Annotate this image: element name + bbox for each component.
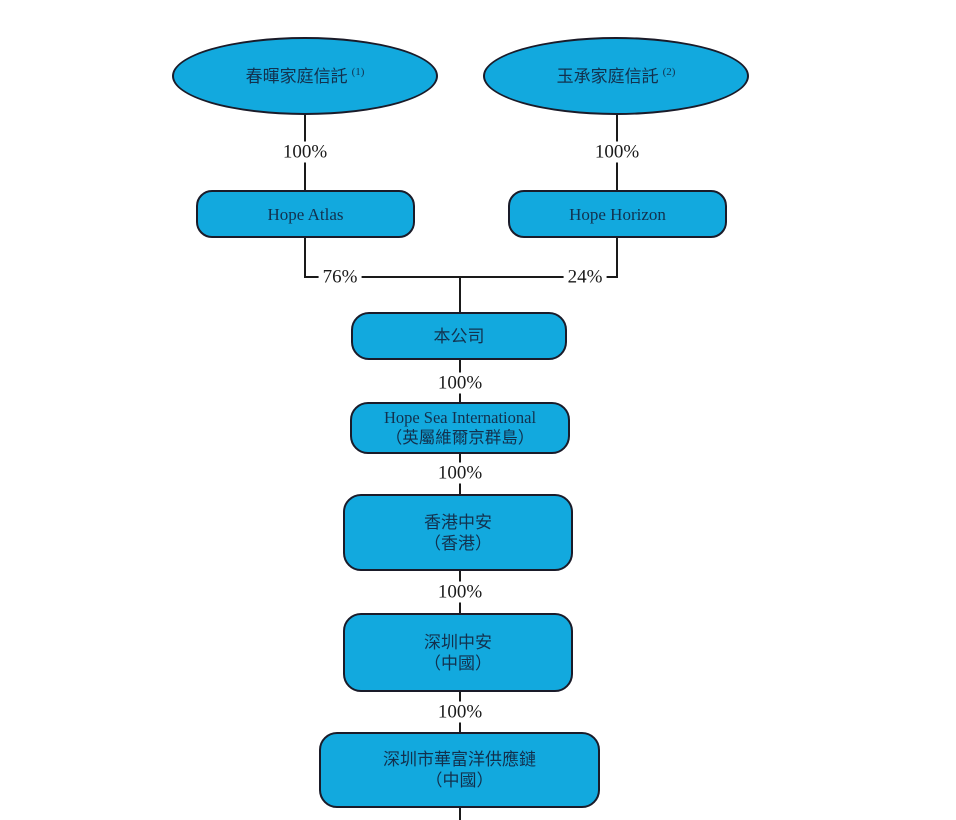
node-location: （英屬維爾京群島） [385, 428, 535, 447]
node-location: （中國） [424, 653, 492, 673]
ownership-label-sz-huafuyang: 100% [433, 701, 487, 723]
node-trust-yucheng: 玉承家庭信託(2) [483, 37, 749, 115]
trust-name: 春暉家庭信託 [245, 66, 348, 86]
node-label: Hope Horizon [569, 204, 666, 224]
ownership-label-company-hopesea: 100% [433, 372, 487, 394]
node-label: 深圳中安 [424, 632, 492, 652]
node-hope-atlas: Hope Atlas [196, 190, 415, 238]
node-hk-zhongan: 香港中安 （香港） [343, 494, 573, 571]
node-label: 香港中安 [424, 512, 492, 532]
node-sz-zhongan: 深圳中安 （中國） [343, 613, 573, 692]
node-label: 春暉家庭信託(1) [246, 66, 365, 87]
ownership-label-hk-sz: 100% [433, 581, 487, 603]
node-label: Hope Atlas [267, 204, 344, 224]
ownership-label-hopesea-hk: 100% [433, 462, 487, 484]
node-label: Hope Sea International [383, 408, 537, 427]
connector-atlas-down [304, 238, 306, 277]
node-hope-horizon: Hope Horizon [508, 190, 727, 238]
node-label: 玉承家庭信託(2) [557, 66, 676, 87]
connector-horizon-down [616, 238, 618, 277]
node-trust-chunhui: 春暉家庭信託(1) [172, 37, 438, 115]
node-label: 本公司 [433, 326, 485, 346]
ownership-label-horizon-company: 24% [563, 266, 607, 288]
trust-name: 玉承家庭信託 [556, 66, 659, 86]
node-location: （香港） [424, 533, 492, 553]
connector-huafuyang-down [459, 808, 461, 820]
ownership-label-trust2-horizon: 100% [590, 141, 644, 163]
connector-merge-horizontal [304, 276, 618, 278]
node-hope-sea-international: Hope Sea International （英屬維爾京群島） [350, 402, 570, 454]
node-label: 深圳市華富洋供應鏈 [383, 750, 536, 769]
node-company: 本公司 [351, 312, 567, 360]
node-location: （中國） [425, 771, 494, 790]
ownership-label-trust1-atlas: 100% [278, 141, 332, 163]
ownership-label-atlas-company: 76% [318, 266, 362, 288]
connector-merge-to-company [459, 277, 461, 312]
footnote-ref-2: (2) [662, 65, 676, 78]
footnote-ref-1: (1) [351, 65, 365, 78]
node-huafuyang: 深圳市華富洋供應鏈 （中國） [319, 732, 600, 808]
